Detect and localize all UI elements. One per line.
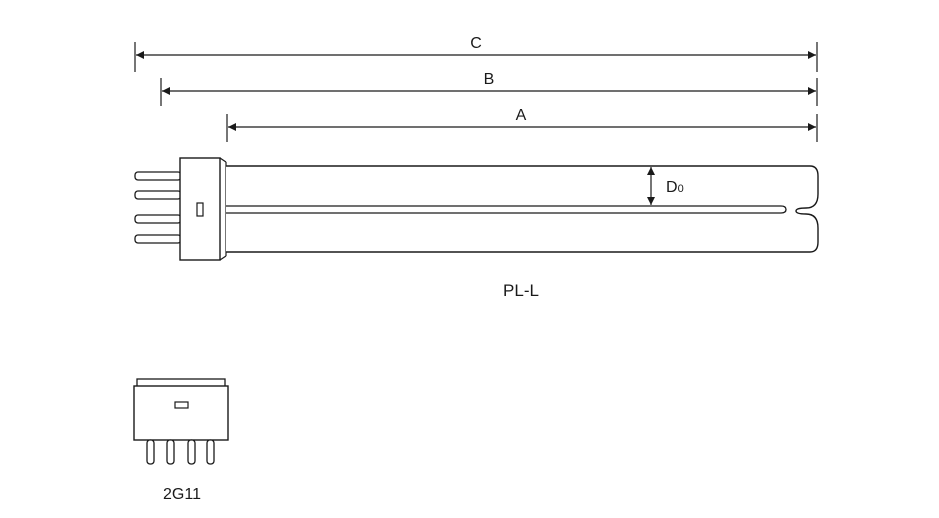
lamp-pin	[134, 214, 182, 224]
lamp-side-view: D0	[134, 157, 819, 261]
lamp-pin	[134, 190, 182, 200]
base-body	[133, 385, 229, 441]
lamp-base-slot	[196, 202, 204, 217]
dimension-d0-subscript: 0	[678, 183, 684, 195]
base-slot	[174, 401, 189, 409]
dimension-d0-letter: D	[666, 179, 678, 196]
dimension-c: C	[134, 35, 818, 72]
base-pin	[206, 439, 215, 465]
dimension-a-label: A	[516, 107, 527, 124]
base-pins	[146, 439, 215, 465]
dimension-c-label: C	[470, 35, 482, 52]
base-type-label: 2G11	[163, 486, 201, 503]
dimension-d0-label: D0	[666, 179, 684, 196]
base-pin	[146, 439, 155, 465]
lamp-base-housing	[179, 157, 221, 261]
lamp-base-bevel-bottom	[219, 255, 227, 261]
lamp-tube-divider	[226, 205, 787, 214]
lamp-pins	[134, 171, 182, 244]
base-front-view	[133, 378, 229, 465]
dimension-b: B	[160, 71, 818, 106]
lamp-pin	[134, 234, 182, 244]
base-pin	[166, 439, 175, 465]
base-pin	[187, 439, 196, 465]
lamp-tube-outline	[226, 165, 819, 253]
dimension-a: A	[226, 107, 818, 142]
lamp-type-label: PL-L	[503, 281, 539, 300]
lamp-pin	[134, 171, 182, 181]
dimension-b-label: B	[484, 71, 495, 88]
lamp-base-bevel-top	[219, 157, 227, 163]
